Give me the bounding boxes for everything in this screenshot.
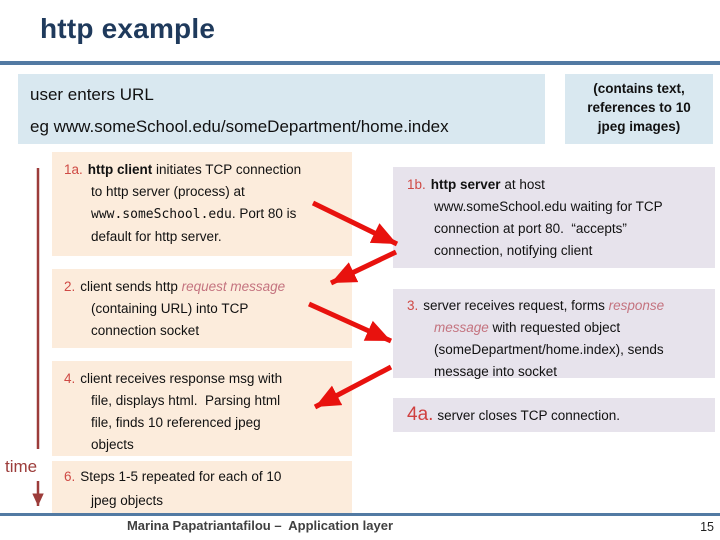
time-axis-label: time — [5, 457, 38, 476]
step-2-client-box: 2.client sends http request message (con… — [52, 269, 352, 348]
request-message-label: request message — [181, 279, 286, 294]
footer-rule — [0, 513, 720, 516]
step-1a-number: 1a. — [64, 162, 83, 177]
footer-credit: Marina Papatriantafilou – Application la… — [126, 518, 394, 533]
hostname-text: www.someSchool.edu — [91, 207, 232, 222]
step-3-server-box: 3.server receives request, forms respons… — [393, 289, 715, 379]
step-3-line1: 3.server receives request, forms respons… — [407, 298, 665, 313]
title-underline — [0, 61, 720, 65]
step-1b-line3: connection at port 80. “accepts” — [434, 221, 627, 236]
step-3-number: 3. — [407, 298, 419, 313]
step-1b-number: 1b. — [407, 177, 426, 192]
step-1a-line2: to http server (process) at — [91, 184, 245, 199]
step-6-line1: 6.Steps 1-5 repeated for each of 10 — [64, 469, 282, 484]
contains-text-note-box: (contains text, references to 10 jpeg im… — [565, 74, 713, 144]
step-4a-number: 4a. — [407, 404, 434, 425]
step-1a-client-box: 1a.http client initiates TCP connection … — [52, 152, 352, 256]
step-2-number: 2. — [64, 279, 76, 294]
response-message-label: response — [608, 298, 665, 313]
page-number: 15 — [700, 520, 714, 534]
step-4-line1: 4.client receives response msg with — [64, 371, 283, 386]
step-4-line3: file, finds 10 referenced jpeg — [91, 415, 261, 430]
page-title: http example — [40, 13, 216, 44]
step-4a-server-box: 4a.server closes TCP connection. — [393, 398, 715, 432]
step-1a-line4: default for http server. — [91, 229, 222, 244]
step-3-line3: (someDepartment/home.index), sends — [434, 342, 664, 357]
step-4-line2: file, displays html. Parsing html — [91, 393, 281, 408]
step-6-client-box: 6.Steps 1-5 repeated for each of 10 jpeg… — [52, 461, 352, 513]
intro-line2: eg www.someSchool.edu/someDepartment/hom… — [30, 117, 449, 136]
step-3-line4: message into socket — [434, 364, 558, 379]
step-1b-line1: 1b.http server at host — [407, 177, 545, 192]
step-4-client-box: 4.client receives response msg with file… — [52, 361, 352, 456]
step-2-line1: 2.client sends http request message — [64, 279, 286, 294]
step-4-line4: objects — [91, 437, 134, 452]
step-1b-server-box: 1b.http server at host www.someSchool.ed… — [393, 167, 715, 268]
step-4-number: 4. — [64, 371, 76, 386]
step-1b-line4: connection, notifying client — [434, 243, 593, 258]
step-1a-line1: 1a.http client initiates TCP connection — [64, 162, 302, 177]
step-1a-line3: www.someSchool.edu. Port 80 is — [91, 206, 297, 222]
step-4a-line1: 4a.server closes TCP connection. — [407, 404, 621, 425]
intro-line1: user enters URL — [30, 85, 154, 104]
step-2-line3: connection socket — [91, 323, 200, 338]
step-1b-line2: www.someSchool.edu waiting for TCP — [434, 199, 663, 214]
step-6-line2: jpeg objects — [91, 493, 164, 508]
step-3-line2: message with requested object — [434, 320, 621, 335]
step-6-number: 6. — [64, 469, 76, 484]
step-2-line2: (containing URL) into TCP — [91, 301, 249, 316]
user-enters-url-box: user enters URL eg www.someSchool.edu/so… — [18, 74, 545, 144]
